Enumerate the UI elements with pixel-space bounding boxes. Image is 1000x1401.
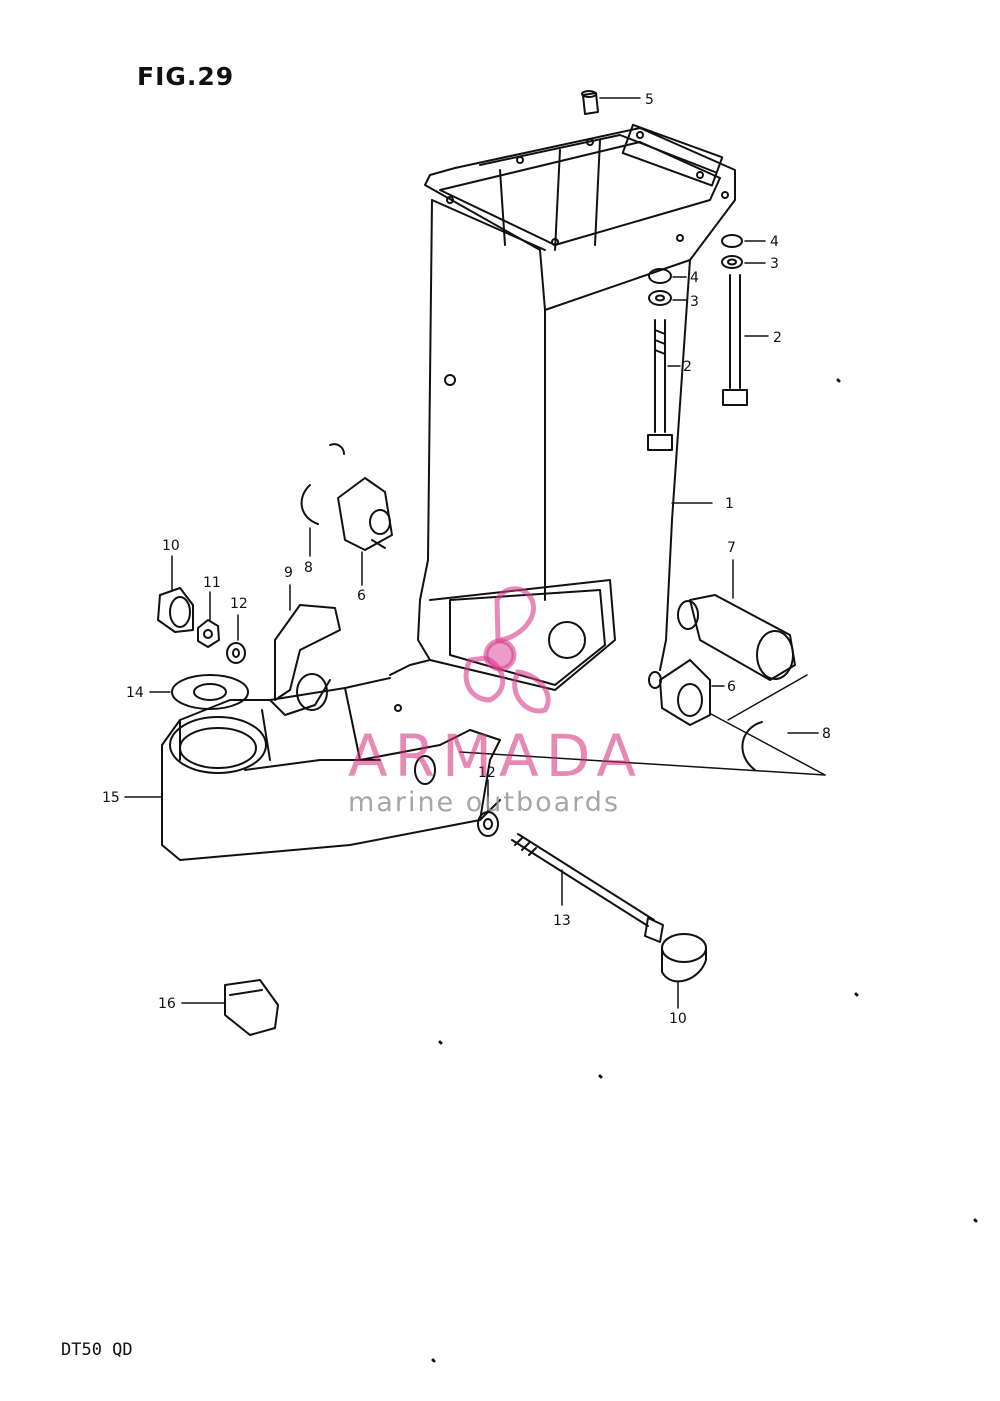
callout-10: 10 <box>669 1011 687 1027</box>
washer-12-upper <box>226 642 246 664</box>
leader-lines <box>124 97 826 1009</box>
callout-3: 3 <box>690 294 699 310</box>
callout-9: 9 <box>284 565 293 581</box>
bushing-10-right <box>661 933 707 983</box>
callout-7: 7 <box>727 540 736 556</box>
bolt-13 <box>511 833 664 943</box>
drive-shaft-housing <box>389 123 736 691</box>
callout-8: 8 <box>304 560 313 576</box>
callout-3: 3 <box>770 256 779 272</box>
mount-6-lower <box>648 659 711 726</box>
nut-11 <box>197 619 220 648</box>
callout-10: 10 <box>162 538 180 554</box>
mount-6-upper <box>337 477 393 551</box>
callout-4: 4 <box>770 234 779 250</box>
callout-15: 15 <box>102 790 120 806</box>
washers-3-4 <box>648 234 743 306</box>
figure-title: FIG.29 <box>137 62 235 91</box>
callout-2: 2 <box>773 330 782 346</box>
callout-16: 16 <box>158 996 176 1012</box>
callout-4: 4 <box>690 270 699 286</box>
bolts-2 <box>647 274 748 451</box>
callout-2: 2 <box>683 359 692 375</box>
watermark-tagline: marine outboards <box>348 787 621 818</box>
callout-11: 11 <box>203 575 221 591</box>
lower-bracket-15 <box>161 677 501 861</box>
callout-6: 6 <box>727 679 736 695</box>
clip-8-upper <box>300 484 319 525</box>
callout-6: 6 <box>357 588 366 604</box>
model-code: DT50 QD <box>61 1340 133 1360</box>
callout-labels: 5 4 3 4 3 2 2 1 7 6 6 8 8 9 10 11 12 14 … <box>102 92 831 1027</box>
watermark-brand: ARMADA <box>348 722 644 790</box>
callout-8: 8 <box>822 726 831 742</box>
callout-14: 14 <box>126 685 144 701</box>
part-5-dowel <box>581 90 599 115</box>
callout-12: 12 <box>230 596 248 612</box>
part-16-pad <box>224 979 279 1036</box>
watermark-emblem <box>463 586 551 714</box>
part-7-rubber-mount <box>677 594 796 681</box>
callout-12: 12 <box>478 765 496 781</box>
part-14-plate <box>171 674 249 710</box>
callout-1: 1 <box>725 496 734 512</box>
callout-5: 5 <box>645 92 654 108</box>
callout-13: 13 <box>553 913 571 929</box>
clip-8-lower <box>741 721 763 771</box>
bushing-10-left <box>157 587 194 633</box>
